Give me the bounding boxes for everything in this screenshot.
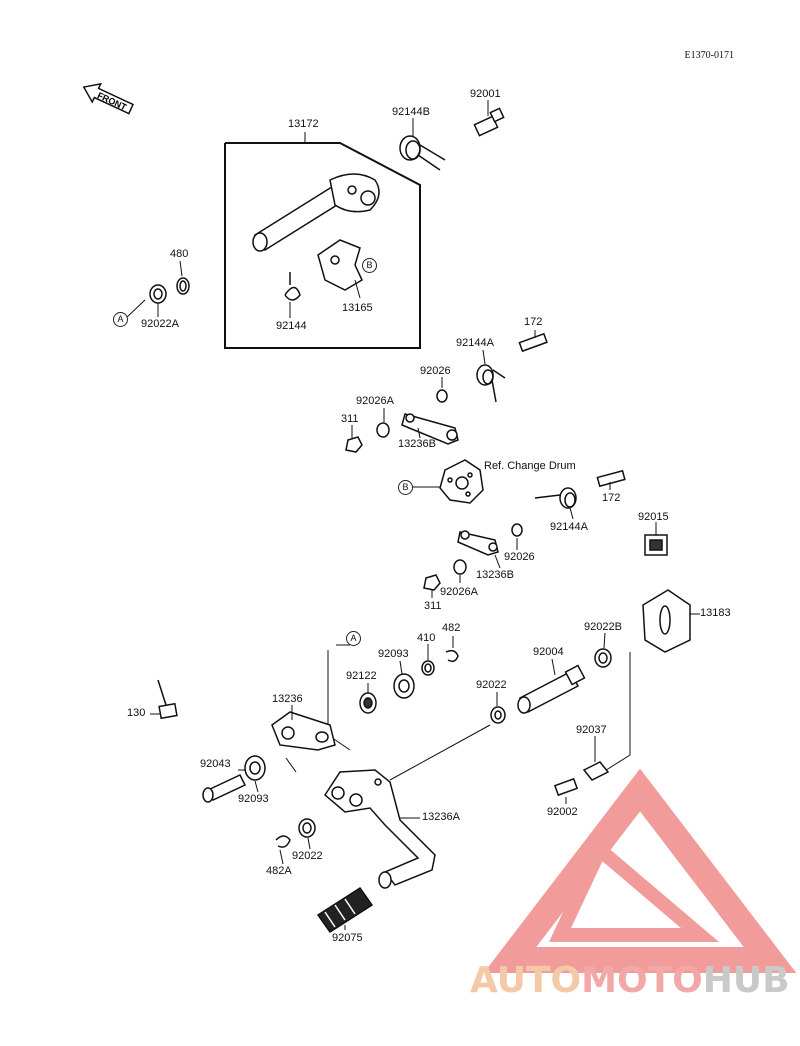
diagram-code: E1370-0171 — [684, 50, 734, 61]
lever-13236b-mid-part — [457, 530, 499, 556]
label-172-top: 172 — [524, 316, 543, 328]
label-92026a-top: 92026A — [356, 395, 394, 407]
collar-92026-mid-part — [511, 523, 523, 537]
label-130: 130 — [127, 707, 146, 719]
label-172-mid: 172 — [602, 492, 621, 504]
ref-marker-a-1: A — [113, 312, 128, 327]
watermark-hub: HUB — [702, 960, 790, 1001]
label-92015: 92015 — [638, 511, 669, 523]
block-92015-part — [644, 534, 668, 556]
label-92075: 92075 — [332, 932, 363, 944]
label-92122: 92122 — [346, 670, 377, 682]
stud-172-upper-part — [518, 332, 548, 353]
label-92144: 92144 — [276, 320, 307, 332]
label-ref-change-drum: Ref. Change Drum — [484, 460, 576, 472]
rubber-92075-part — [316, 886, 374, 934]
label-13236b-mid: 13236B — [476, 569, 514, 581]
circlip-482-part — [445, 649, 459, 663]
label-311-mid: 311 — [424, 600, 442, 612]
washer-480-part — [176, 277, 190, 295]
bearing-92093-top-part — [393, 673, 415, 699]
circlip-482a-part — [275, 835, 291, 848]
label-92026a-mid: 92026A — [440, 586, 478, 598]
watermark-moto: MOTO — [581, 960, 703, 1001]
assembly-box — [224, 142, 421, 349]
plate-13183-part — [642, 589, 691, 653]
label-92022-mid: 92022 — [476, 679, 507, 691]
lever-13236b-upper-part — [401, 413, 459, 445]
clamp-92037-part — [582, 761, 610, 781]
label-92144b: 92144B — [392, 106, 430, 118]
label-482a: 482A — [266, 865, 292, 877]
washer-92022-bottom-part — [298, 818, 316, 838]
bolt-130-part — [157, 679, 178, 720]
washer-92026a-mid-part — [453, 559, 467, 575]
label-410: 410 — [417, 632, 436, 644]
spring-92144a-upper-part — [476, 364, 506, 403]
label-92022b: 92022B — [584, 621, 622, 633]
collar-92026-upper-part — [436, 389, 448, 403]
stud-172-mid-part — [596, 469, 626, 488]
bolt-92001-part — [473, 107, 505, 137]
plate-13165-part — [317, 239, 363, 291]
label-92022-bottom: 92022 — [292, 850, 323, 862]
label-13183: 13183 — [700, 607, 731, 619]
bolt-92043-part — [202, 774, 247, 803]
svg-text:FRONT: FRONT — [96, 90, 129, 112]
watermark-text: AUTOMOTOHUB — [470, 960, 790, 1001]
label-92043: 92043 — [200, 758, 231, 770]
bushing-92122-part — [359, 692, 377, 714]
washer-92022b-part — [594, 648, 612, 668]
pin-92004-part — [517, 664, 586, 714]
label-92026-mid: 92026 — [504, 551, 535, 563]
nut-311-mid-part — [423, 574, 441, 591]
label-92026-top: 92026 — [420, 365, 451, 377]
label-13236: 13236 — [272, 693, 303, 705]
label-13172: 13172 — [288, 118, 319, 130]
washer-92022a-part — [149, 284, 167, 304]
lever-13236-part — [271, 711, 336, 751]
label-92093-bottom: 92093 — [238, 793, 269, 805]
label-311-top: 311 — [341, 413, 359, 425]
front-arrow-icon: FRONT — [82, 82, 135, 115]
watermark-logo-icon — [483, 768, 797, 973]
leader-lines — [150, 100, 657, 930]
label-92037: 92037 — [576, 724, 607, 736]
label-13236a: 13236A — [422, 811, 460, 823]
label-13236b-top: 13236B — [398, 438, 436, 450]
spring-92144a-mid-part — [534, 487, 577, 509]
label-13165: 13165 — [342, 302, 373, 314]
spring-92144-part — [284, 272, 301, 301]
label-92093-top: 92093 — [378, 648, 409, 660]
ref-marker-b-1: B — [362, 258, 377, 273]
label-92022a: 92022A — [141, 318, 179, 330]
watermark-auto: AUTO — [470, 960, 582, 1001]
washer-92026a-upper-part — [376, 422, 390, 438]
nut-311-upper-part — [345, 436, 363, 453]
label-482: 482 — [442, 622, 461, 634]
washer-92022-mid-part — [490, 706, 506, 724]
label-92144a-top: 92144A — [456, 337, 494, 349]
label-480: 480 — [170, 248, 189, 260]
change-drum-star-part — [439, 459, 484, 504]
label-92004: 92004 — [533, 646, 564, 658]
ref-marker-a-2: A — [346, 631, 361, 646]
bearing-92093-bottom-part — [244, 755, 266, 781]
label-92144a-mid: 92144A — [550, 521, 588, 533]
label-92001: 92001 — [470, 88, 501, 100]
ref-marker-b-2: B — [398, 480, 413, 495]
washer-410-part — [421, 660, 435, 676]
shift-shaft-part — [252, 173, 380, 252]
spring-92144b-part — [399, 135, 446, 171]
label-92002: 92002 — [547, 806, 578, 818]
pedal-13236a-part — [324, 769, 436, 889]
bolt-92002-part — [553, 777, 579, 797]
